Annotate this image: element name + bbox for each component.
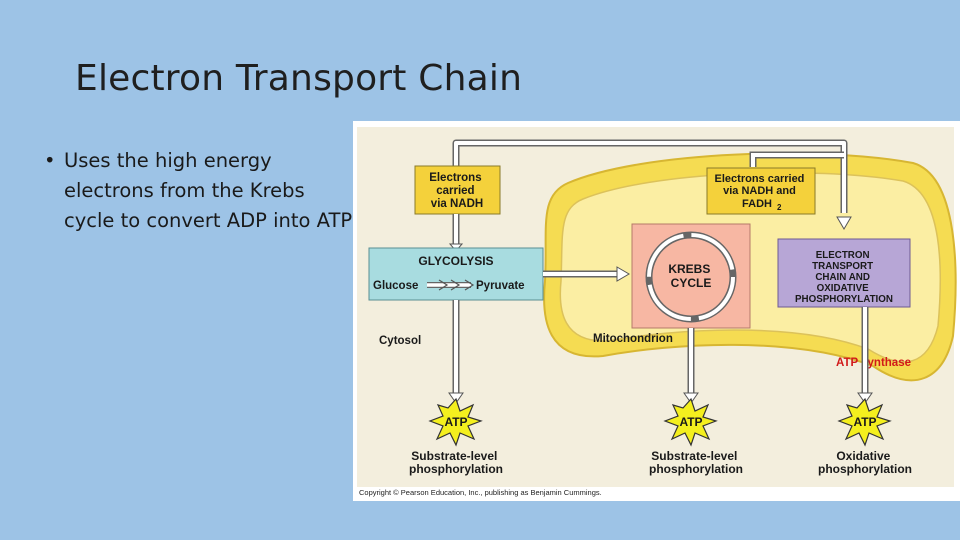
chevrons-glucose-pyruvate <box>438 279 475 291</box>
bullet-text: Uses the high energy electrons from the … <box>64 149 353 232</box>
electron-arrow-2 <box>751 153 844 167</box>
label-fadh2-subscript: 2 <box>777 203 782 212</box>
diagram-svg: Electrons carried via NADH Electrons car… <box>357 127 957 497</box>
bullet-item: • Uses the high energy electrons from th… <box>44 146 354 236</box>
label-mitochondrion: Mitochondrion <box>593 333 673 345</box>
box-glycolysis <box>368 247 544 301</box>
arrowhead-atp-3 <box>857 392 873 404</box>
atp-burst-3: ATP <box>837 397 892 447</box>
arrowhead-atp-1 <box>448 392 464 404</box>
bullet-dot: • <box>44 149 56 172</box>
label-cytosol: Cytosol <box>379 335 421 347</box>
cellular-respiration-figure: Electrons carried via NADH Electrons car… <box>353 121 960 501</box>
label-pyruvate: Pyruvate <box>476 280 525 292</box>
label-atp-2: ATP <box>679 415 702 429</box>
arrowhead-etc <box>836 216 852 230</box>
arrowhead-atp-2 <box>683 392 699 404</box>
label-output-3: Oxidative phosphorylation <box>818 449 912 476</box>
arrowhead-krebs <box>616 266 630 282</box>
label-copyright: Copyright © Pearson Education, Inc., pub… <box>359 488 602 497</box>
label-atp-1: ATP <box>444 415 467 429</box>
slide-title: Electron Transport Chain <box>75 58 523 99</box>
box-electrons-nadh-fadh2 <box>706 167 816 215</box>
atp-burst-1: ATP <box>428 397 483 447</box>
label-atp-synthase: ATP synthase <box>836 357 911 369</box>
label-glucose: Glucose <box>373 280 418 292</box>
label-etc: ELECTRON TRANSPORT CHAIN AND OXIDATIVE P… <box>795 250 893 305</box>
label-output-2: Substrate-level phosphorylation <box>649 449 743 476</box>
atp-burst-2: ATP <box>663 397 718 447</box>
box-etc <box>777 238 911 308</box>
label-electrons-nadh-fadh2: Electrons carried via NADH and FADH <box>715 173 808 210</box>
label-glycolysis: GLYCOLYSIS <box>418 254 493 268</box>
label-output-1: Substrate-level phosphorylation <box>409 449 503 476</box>
krebs-cycle-ring <box>647 233 735 321</box>
electron-arrow-path <box>454 141 846 213</box>
label-krebs: KREBS CYCLE <box>668 262 713 290</box>
label-atp-3: ATP <box>853 415 876 429</box>
label-electrons-nadh: Electrons carried via NADH <box>429 172 485 210</box>
box-electrons-nadh <box>414 165 501 215</box>
